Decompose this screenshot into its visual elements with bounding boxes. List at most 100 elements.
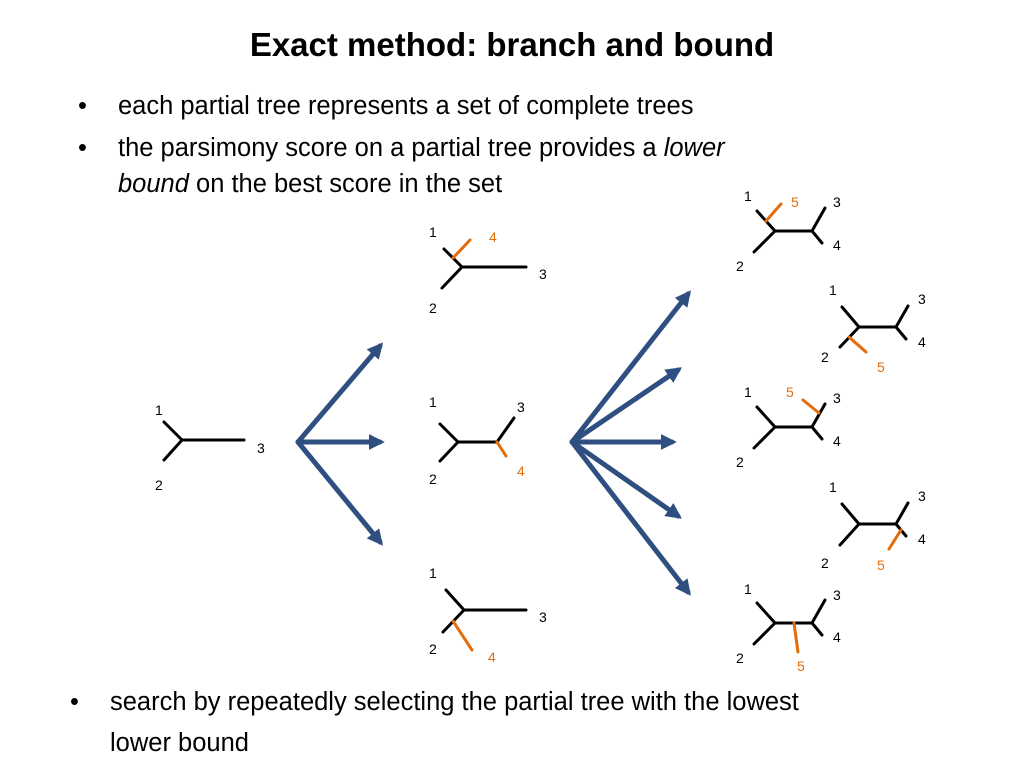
bullet-item: • each partial tree represents a set of … xyxy=(78,88,898,124)
arrow xyxy=(569,367,682,445)
new-leaf-label: 5 xyxy=(877,557,885,573)
arrow xyxy=(569,439,682,519)
tree-edge xyxy=(752,621,777,646)
tree-edge xyxy=(810,206,827,233)
leaf-label: 4 xyxy=(918,531,926,547)
leaf-label: 3 xyxy=(918,291,926,307)
root-tree: 1 2 3 xyxy=(155,402,265,493)
new-edge xyxy=(847,335,868,354)
level1-tree: 1 2 3 4 xyxy=(429,224,547,316)
leaf-label: 1 xyxy=(429,394,437,410)
tree-edge xyxy=(840,305,861,329)
leaf-label: 3 xyxy=(833,390,841,406)
bullet-list: • each partial tree represents a set of … xyxy=(78,88,898,208)
bullet-text: search by repeatedly selecting the parti… xyxy=(110,688,799,716)
level1-tree: 1 2 3 4 xyxy=(429,394,525,487)
bottom-bullet-list: • search by repeatedly selecting the par… xyxy=(70,682,990,764)
level2-tree: 1 2 3 4 5 xyxy=(736,384,841,470)
leaf-label: 2 xyxy=(429,641,437,657)
level2-tree: 1 2 3 4 5 xyxy=(736,188,841,274)
leaf-label: 1 xyxy=(829,479,837,495)
leaf-label: 1 xyxy=(429,565,437,581)
new-leaf-label: 4 xyxy=(517,463,525,479)
tree-edge xyxy=(162,420,184,442)
tree-edge xyxy=(894,501,910,526)
leaf-label: 2 xyxy=(155,477,163,493)
leaf-label: 4 xyxy=(918,334,926,350)
bullet-dot: • xyxy=(78,134,87,162)
leaf-label: 2 xyxy=(821,555,829,571)
new-edge xyxy=(451,238,472,260)
new-leaf-label: 5 xyxy=(786,384,794,400)
leaf-label: 4 xyxy=(833,237,841,253)
level2-tree: 1 2 3 4 5 xyxy=(821,479,926,573)
level1-tree: 1 2 3 4 xyxy=(429,565,547,665)
tree-edge xyxy=(755,601,777,625)
bullet-text: each partial tree represents a set of co… xyxy=(118,92,694,120)
arrow xyxy=(569,439,691,596)
leaf-label: 1 xyxy=(744,581,752,597)
new-leaf-label: 4 xyxy=(488,649,496,665)
new-edge xyxy=(792,621,800,654)
leaf-label: 3 xyxy=(833,587,841,603)
tree-edge xyxy=(752,425,777,450)
arrow xyxy=(295,342,384,445)
slide-title: Exact method: branch and bound xyxy=(249,26,775,63)
leaf-label: 3 xyxy=(257,440,265,456)
bullet-italic-text: bound xyxy=(118,170,189,198)
tree-edge xyxy=(495,416,516,444)
tree-edge xyxy=(444,588,466,612)
bullet-item: • search by repeatedly selecting the par… xyxy=(70,682,990,764)
new-leaf-label: 5 xyxy=(877,359,885,375)
leaf-label: 2 xyxy=(821,349,829,365)
bullet-dot: • xyxy=(78,92,87,120)
tree-edge xyxy=(840,502,861,526)
tree-edge xyxy=(810,598,827,625)
leaf-label: 4 xyxy=(833,433,841,449)
tree-edge xyxy=(438,422,460,444)
tree-edge xyxy=(810,402,827,429)
leaf-label: 2 xyxy=(736,650,744,666)
bullet-dot: • xyxy=(70,688,79,716)
leaf-label: 2 xyxy=(736,258,744,274)
leaf-label: 2 xyxy=(429,471,437,487)
tree-edge xyxy=(810,621,824,637)
tree-edge xyxy=(752,229,777,254)
leaf-label: 1 xyxy=(744,384,752,400)
leaf-label: 3 xyxy=(918,488,926,504)
new-edge xyxy=(887,528,903,551)
leaf-label: 1 xyxy=(429,224,437,240)
tree-edge xyxy=(894,304,910,329)
leaf-label: 1 xyxy=(744,188,752,204)
leaf-label: 2 xyxy=(736,454,744,470)
tree-edge xyxy=(438,440,460,463)
tree-edge xyxy=(810,229,824,245)
tree-edge xyxy=(755,405,777,429)
level2-tree: 1 2 3 4 5 xyxy=(821,282,926,375)
arrows-level1 xyxy=(295,342,385,546)
tree-edge xyxy=(162,438,184,462)
bullet-italic-text: lower xyxy=(663,134,725,162)
leaf-label: 1 xyxy=(829,282,837,298)
tree-edge xyxy=(894,325,908,341)
leaf-label: 3 xyxy=(539,609,547,625)
tree-edge xyxy=(838,522,861,547)
bullet-text: the parsimony score on a partial tree pr… xyxy=(118,134,664,162)
leaf-label: 4 xyxy=(833,629,841,645)
new-edge xyxy=(801,398,821,415)
new-leaf-label: 4 xyxy=(489,229,497,245)
leaf-label: 1 xyxy=(155,402,163,418)
leaf-label: 2 xyxy=(429,300,437,316)
new-edge xyxy=(451,619,474,652)
new-edge xyxy=(495,440,508,458)
tree-edge xyxy=(440,265,464,290)
bullet-text: lower bound xyxy=(110,729,249,757)
leaf-label: 3 xyxy=(539,266,547,282)
tree-edge xyxy=(810,425,824,441)
new-leaf-label: 5 xyxy=(797,658,805,674)
leaf-label: 3 xyxy=(517,399,525,415)
bullet-text: on the best score in the set xyxy=(188,170,503,198)
arrows-level2 xyxy=(569,290,691,596)
new-edge xyxy=(764,202,783,223)
